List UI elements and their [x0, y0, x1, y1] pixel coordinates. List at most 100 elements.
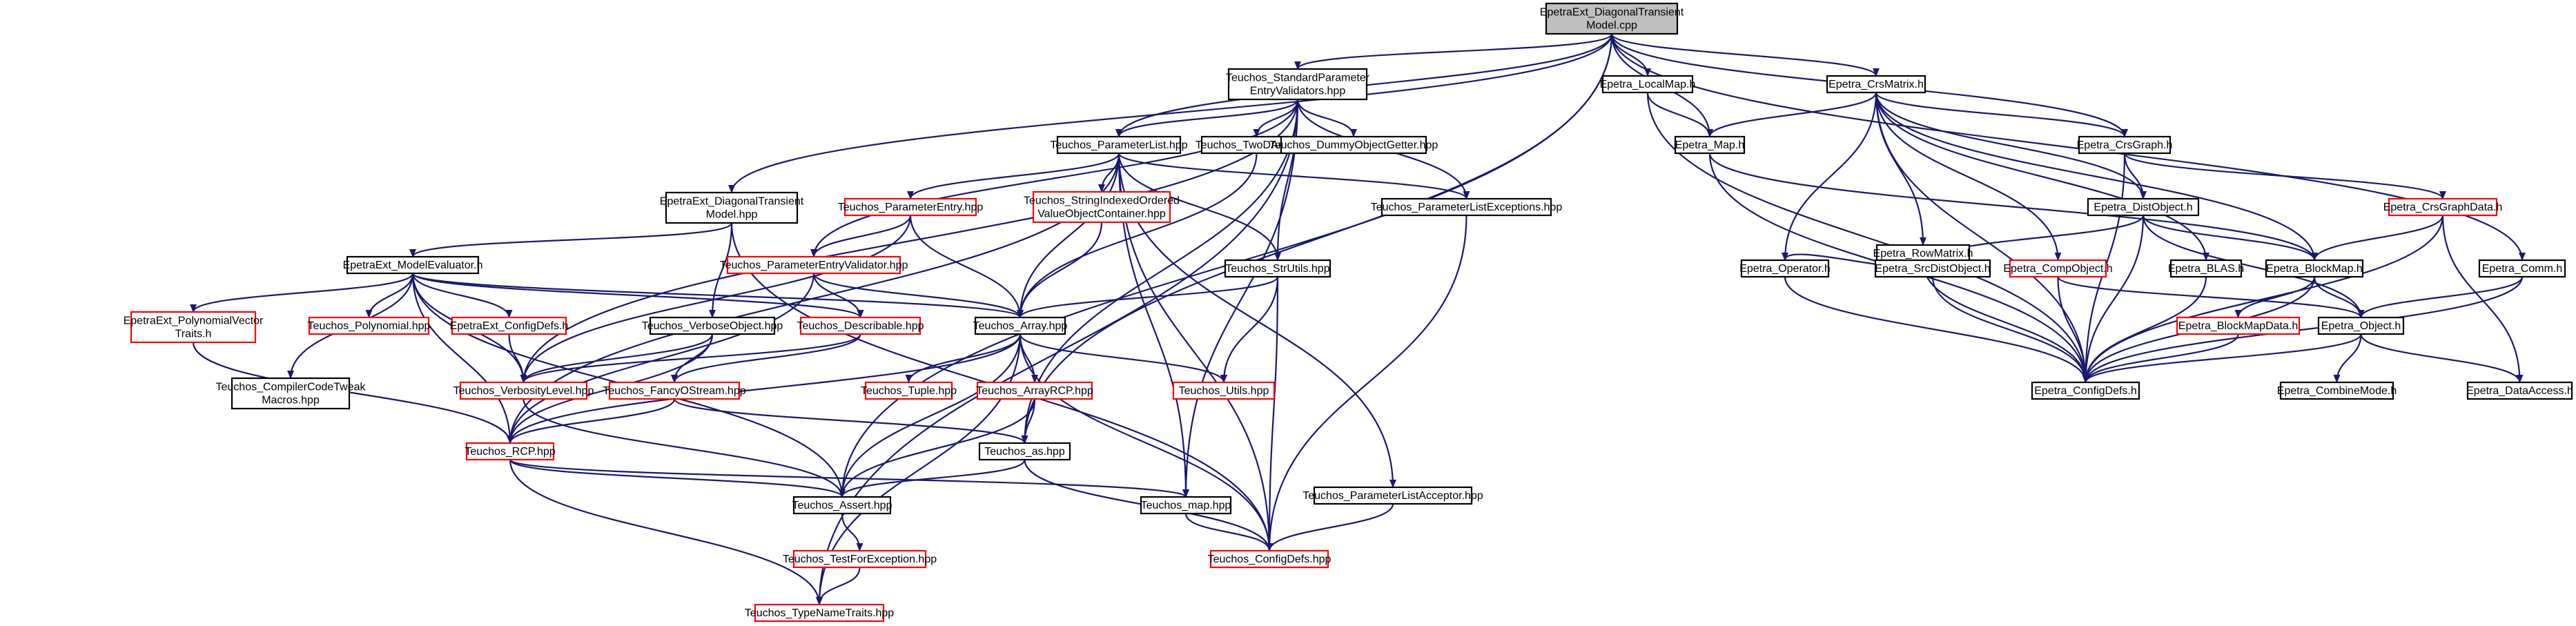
node-rcp[interactable]: Teuchos_RCP.hpp	[465, 442, 556, 461]
node-pev-box	[726, 255, 901, 275]
node-describable[interactable]: Teuchos_Describable.hpp	[797, 316, 924, 335]
node-utils-box	[1172, 381, 1276, 400]
edge-plexc-to-t_config	[1266, 215, 1467, 551]
node-describable-label-0: Teuchos_Describable.hpp	[797, 320, 924, 332]
edge-root-to-localmap	[1610, 33, 1651, 77]
node-typename-box	[754, 603, 885, 623]
edge-root-to-dtm_hpp	[728, 33, 1613, 193]
edge-twod-to-array	[1017, 153, 1258, 318]
node-srcdist[interactable]: Epetra_SrcDistObject.h	[1874, 259, 1991, 278]
node-tuple[interactable]: Teuchos_Tuple.hpp	[861, 381, 957, 400]
node-blockmapdata-label-0: Epetra_BlockMapData.h	[2178, 320, 2298, 332]
node-fancy[interactable]: Teuchos_FancyOStream.hpp	[603, 381, 746, 400]
node-assert[interactable]: Teuchos_Assert.hpp	[792, 496, 892, 515]
edge-as-to-assert	[839, 459, 1026, 498]
node-blockmap[interactable]: Epetra_BlockMap.h	[2265, 259, 2364, 278]
node-strutils[interactable]: Teuchos_StrUtils.hpp	[1224, 259, 1331, 278]
node-t_config[interactable]: Teuchos_ConfigDefs.hpp	[1208, 549, 1331, 569]
node-srcdist-box	[1874, 259, 1991, 278]
edge-array-to-utils	[1019, 333, 1227, 383]
edge-plist-to-array	[1017, 153, 1120, 318]
node-pev[interactable]: Teuchos_ParameterEntryValidator.hpp	[720, 255, 908, 275]
node-dtm_hpp-box	[665, 191, 799, 224]
node-localmap[interactable]: Epetra_LocalMap.h	[1600, 75, 1696, 94]
node-plexc-label-0: Teuchos_ParameterListExceptions.hpp	[1371, 202, 1563, 213]
node-arrayrcp[interactable]: Teuchos_ArrayRCP.hpp	[976, 381, 1093, 400]
node-tmap[interactable]: Teuchos_map.hpp	[1140, 496, 1232, 515]
node-assert-box	[792, 496, 892, 515]
node-fancy-label-0: Teuchos_FancyOStream.hpp	[603, 385, 745, 397]
node-blas-box	[2169, 259, 2243, 278]
edge-modeleval-to-rcp	[411, 273, 514, 444]
node-pentry[interactable]: Teuchos_ParameterEntry.hpp	[838, 197, 984, 217]
edge-localmap-to-map	[1646, 92, 1713, 137]
node-sio[interactable]: Teuchos_StringIndexedOrderedValueObjectC…	[1024, 190, 1180, 224]
node-utils[interactable]: Teuchos_Utils.hpp	[1172, 381, 1276, 400]
node-ep_config-label-0: Epetra_ConfigDefs.h	[2034, 385, 2137, 397]
edge-blockmap-to-blockmapdata	[2234, 276, 2316, 318]
node-arrayrcp-label-0: Teuchos_ArrayRCP.hpp	[976, 385, 1093, 397]
node-blockmap-label-0: Epetra_BlockMap.h	[2266, 263, 2363, 275]
edge-plist-to-strutils	[1118, 153, 1281, 261]
node-assert-label-0: Teuchos_Assert.hpp	[792, 500, 892, 511]
node-strutils-box	[1224, 259, 1331, 278]
node-distobj-box	[2087, 197, 2200, 217]
node-combine[interactable]: Epetra_CombineMode.h	[2277, 381, 2397, 400]
node-spev-label-0: Teuchos_StandardParameter	[1226, 72, 1370, 84]
edge-operator-to-ep_config	[1784, 276, 2089, 383]
node-describable-box	[799, 316, 921, 335]
node-verbobj[interactable]: Teuchos_VerboseObject.hpp	[642, 316, 783, 335]
node-spev[interactable]: Teuchos_StandardParameterEntryValidators…	[1226, 68, 1370, 101]
node-blockmapdata-box	[2176, 316, 2301, 335]
node-dummy[interactable]: Teuchos_DummyObjectGetter.hpp	[1269, 135, 1438, 155]
node-plexc-box	[1380, 197, 1552, 217]
node-modeleval[interactable]: EpetraExt_ModelEvaluator.h	[343, 255, 483, 275]
node-polynomial-label-0: Teuchos_Polynomial.hpp	[308, 320, 431, 332]
node-plexc[interactable]: Teuchos_ParameterListExceptions.hpp	[1371, 197, 1563, 217]
node-ep_config[interactable]: Epetra_ConfigDefs.h	[2031, 381, 2140, 400]
edge-array-to-t_config	[1019, 333, 1273, 551]
node-dataaccess-box	[2466, 381, 2573, 400]
edge-crsmatrix-to-distobj	[1875, 92, 2147, 199]
node-plist[interactable]: Teuchos_ParameterList.hpp	[1050, 135, 1188, 155]
node-verblevel[interactable]: Teuchos_VerbosityLevel.hpp	[453, 381, 594, 400]
node-blockmapdata[interactable]: Epetra_BlockMapData.h	[2176, 316, 2301, 335]
node-array[interactable]: Teuchos_Array.hpp	[973, 316, 1068, 335]
node-testexc[interactable]: Teuchos_TestForException.hpp	[783, 549, 937, 569]
node-object[interactable]: Epetra_Object.h	[2317, 316, 2405, 335]
edge-verblevel-to-assert	[523, 398, 846, 498]
node-typename-label-0: Teuchos_TypeNameTraits.hpp	[745, 607, 895, 619]
node-verbobj-label-0: Teuchos_VerboseObject.hpp	[642, 320, 783, 332]
node-crsmatrix[interactable]: Epetra_CrsMatrix.h	[1826, 75, 1926, 94]
node-map[interactable]: Epetra_Map.h	[1674, 135, 1746, 155]
edge-describable-to-verblevel	[520, 333, 861, 383]
edge-spev-to-as	[1021, 99, 1299, 444]
node-rowmatrix[interactable]: Epetra_RowMatrix.h	[1873, 244, 1973, 263]
edge-spev-to-verblevel	[520, 99, 1299, 383]
edge-comm-to-ep_config	[2082, 276, 2524, 383]
edge-compobj-to-object	[2057, 276, 2365, 318]
node-crsgraphdata-box	[2388, 197, 2498, 217]
node-operator[interactable]: Epetra_Operator.h	[1739, 259, 1831, 278]
edge-ext_config-to-verblevel	[508, 333, 527, 383]
node-polynomial[interactable]: Teuchos_Polynomial.hpp	[308, 316, 431, 335]
node-dataaccess[interactable]: Epetra_DataAccess.h	[2466, 381, 2573, 400]
node-compobj[interactable]: Epetra_CompObject.h	[2003, 259, 2113, 278]
node-crsmatrix-label-0: Epetra_CrsMatrix.h	[1828, 79, 1924, 90]
edge-comm-to-object	[2357, 276, 2524, 318]
node-t_config-label-0: Teuchos_ConfigDefs.hpp	[1208, 554, 1331, 565]
node-placceptor[interactable]: Teuchos_ParameterListAcceptor.hpp	[1302, 486, 1483, 505]
node-typename[interactable]: Teuchos_TypeNameTraits.hpp	[745, 603, 895, 623]
node-comm[interactable]: Epetra_Comm.h	[2478, 259, 2566, 278]
node-as[interactable]: Teuchos_as.hpp	[978, 442, 1071, 461]
node-crsgraphdata[interactable]: Epetra_CrsGraphData.h	[2383, 197, 2503, 217]
node-blas[interactable]: Epetra_BLAS.h	[2168, 259, 2244, 278]
node-crsgraph[interactable]: Epetra_CrsGraph.h	[2077, 135, 2173, 155]
node-ext_config[interactable]: EpetraExt_ConfigDefs.h	[450, 316, 569, 335]
node-distobj[interactable]: Epetra_DistObject.h	[2087, 197, 2200, 217]
node-map-box	[1674, 135, 1746, 155]
